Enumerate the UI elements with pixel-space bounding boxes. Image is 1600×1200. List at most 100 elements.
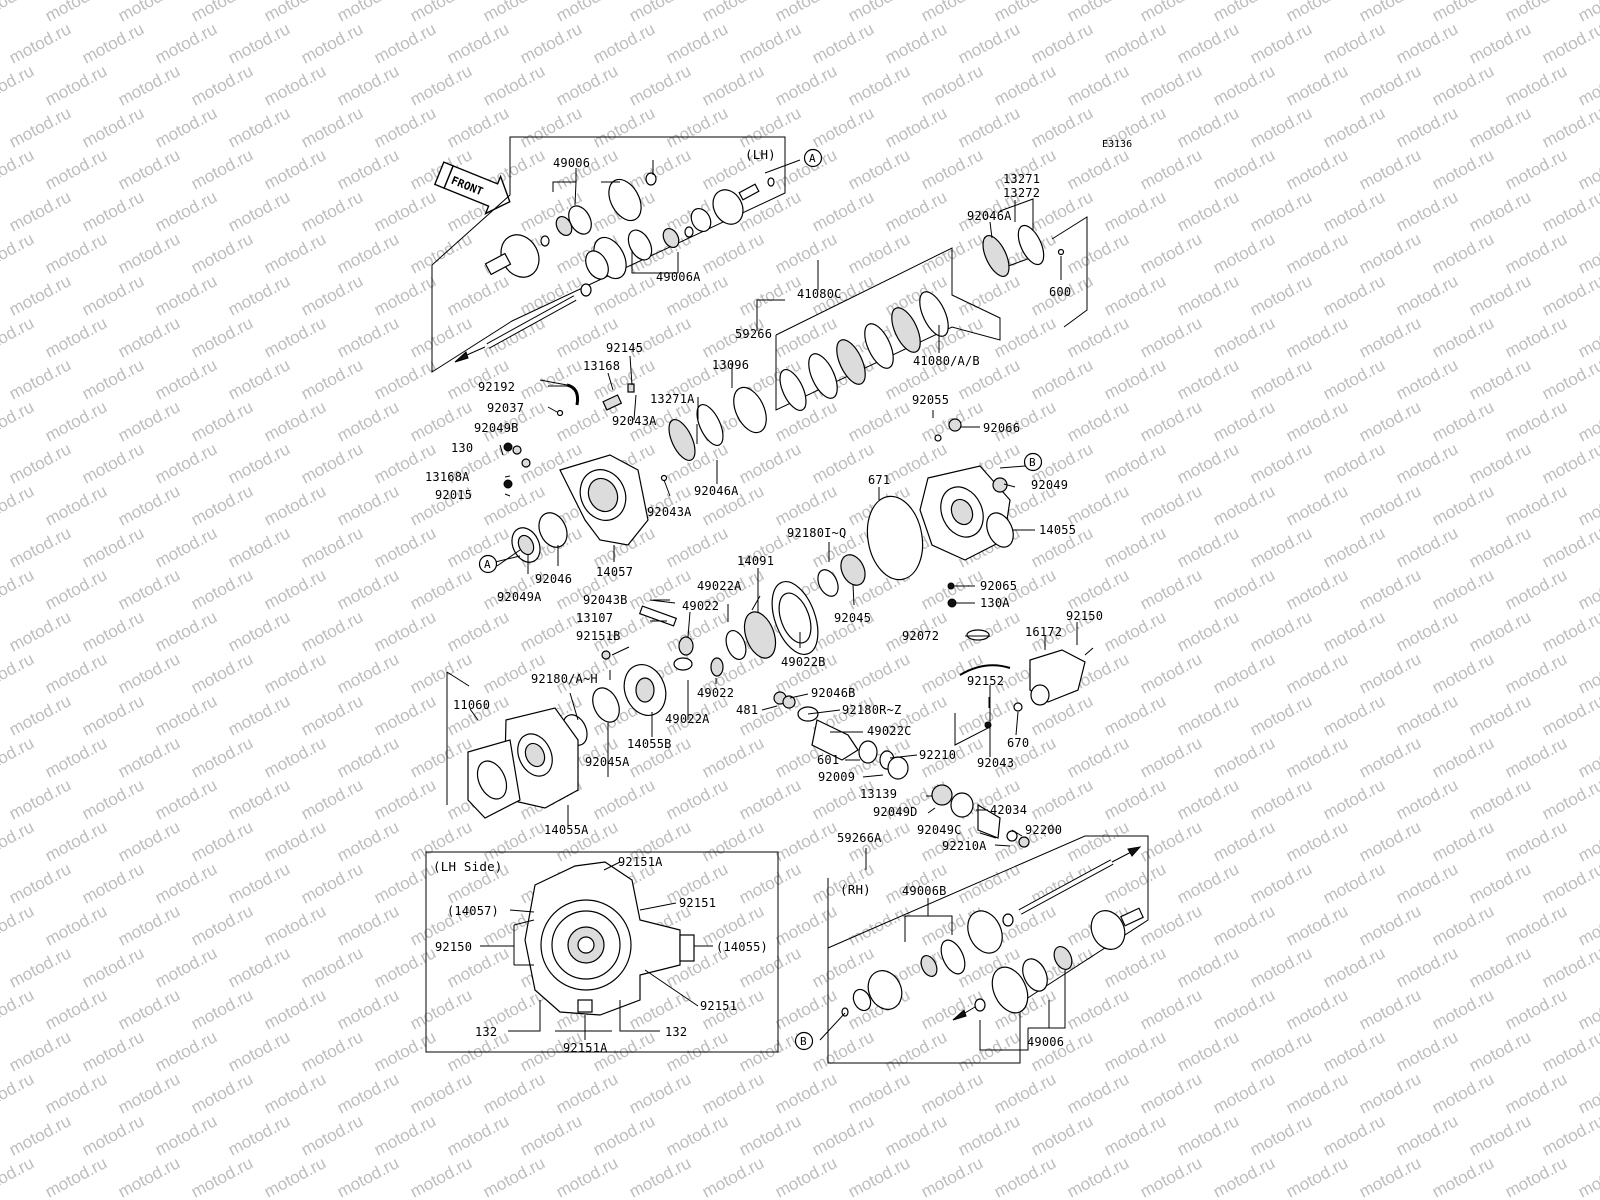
watermark-text: motod.ru [1502,0,1570,26]
watermark-text: motod.ru [371,19,439,67]
part-label: 13139 [860,787,897,801]
watermark-text: motod.ru [42,397,110,445]
watermark-text: motod.ru [1356,1069,1424,1117]
watermark-text: motod.ru [809,103,877,151]
part-label: 13272 [1003,186,1040,200]
watermark-text: motod.ru [371,103,439,151]
watermark-text: motod.ru [517,607,585,655]
watermark-text: motod.ru [1283,565,1351,613]
watermark-text: motod.ru [1466,775,1534,823]
watermark-text: motod.ru [6,1111,74,1159]
watermark-text: motod.ru [1575,481,1600,529]
watermark-text: motod.ru [115,0,183,26]
watermark-text: motod.ru [1210,985,1278,1033]
watermark-text: motod.ru [79,775,147,823]
watermark-text: motod.ru [225,19,293,67]
watermark-text: motod.ru [1320,943,1388,991]
watermark-text: motod.ru [0,313,37,361]
watermark-text: motod.ru [79,523,147,571]
watermark-text: motod.ru [1575,901,1600,949]
watermark-text: motod.ru [1101,859,1169,907]
watermark-text: motod.ru [1064,229,1132,277]
watermark-text: motod.ru [1101,943,1169,991]
diagram-code: E3136 [1102,139,1132,150]
part-label: 92152 [967,674,1004,688]
watermark-text: motod.ru [1283,0,1351,26]
watermark-text: motod.ru [480,481,548,529]
watermark-text: motod.ru [152,271,220,319]
watermark-text: motod.ru [736,1027,804,1075]
watermark-text: motod.ru [261,1069,329,1117]
watermark-text: motod.ru [1393,439,1461,487]
watermark-text: motod.ru [1320,187,1388,235]
watermark-text: motod.ru [1502,313,1570,361]
watermark-text: motod.ru [6,187,74,235]
watermark-text: motod.ru [0,817,37,865]
part-label: 92037 [487,401,524,415]
part-label: 49022 [682,599,719,613]
watermark-text: motod.ru [1247,607,1315,655]
part-label: 92049D [873,805,918,819]
part-label: 14057 [596,565,633,579]
watermark-text: motod.ru [918,0,986,26]
watermark-text: motod.ru [298,943,366,991]
watermark-text: motod.ru [115,1069,183,1117]
watermark-text: motod.ru [772,0,840,26]
part-label: 49006 [553,156,590,170]
watermark-text: motod.ru [225,691,293,739]
watermark-text: motod.ru [1210,565,1278,613]
watermark-text: motod.ru [955,1111,1023,1159]
part-label: 92046 [535,572,572,586]
watermark-text: motod.ru [1320,775,1388,823]
watermark-text: motod.ru [371,271,439,319]
watermark-text: motod.ru [626,61,694,109]
watermark-text: motod.ru [1539,271,1600,319]
watermark-text: motod.ru [1101,19,1169,67]
part-label: 49022 [697,686,734,700]
part-label: 59266A [837,831,882,845]
part-label: 92151B [576,629,621,643]
watermark-text: motod.ru [261,313,329,361]
watermark-text: motod.ru [1210,649,1278,697]
part-label: (14055) [716,940,768,954]
watermark-text: motod.ru [6,1195,74,1200]
watermark-text: motod.ru [334,817,402,865]
watermark-text: motod.ru [152,355,220,403]
watermark-text: motod.ru [736,775,804,823]
watermark-text: motod.ru [188,145,256,193]
watermark-text: motod.ru [1575,733,1600,781]
watermark-text: motod.ru [0,397,37,445]
watermark-text: motod.ru [1539,19,1600,67]
watermark-text: motod.ru [590,103,658,151]
watermark-text: motod.ru [1137,481,1205,529]
watermark-text: motod.ru [1393,1195,1461,1200]
watermark-text: motod.ru [1137,1153,1205,1200]
watermark-text: motod.ru [152,19,220,67]
watermark-text: motod.ru [1101,1111,1169,1159]
watermark-text: motod.ru [225,1027,293,1075]
watermark-text: motod.ru [225,355,293,403]
watermark-text: motod.ru [1320,1195,1388,1200]
watermark-text: motod.ru [699,817,767,865]
watermark-text: motod.ru [444,523,512,571]
part-label: 14055 [1039,523,1076,537]
watermark-text: motod.ru [1247,439,1315,487]
watermark-text: motod.ru [42,649,110,697]
watermark-text: motod.ru [1101,691,1169,739]
watermark-text: motod.ru [845,1069,913,1117]
watermark-text: motod.ru [0,943,1,991]
watermark-text: motod.ru [1137,313,1205,361]
watermark-text: motod.ru [1466,607,1534,655]
watermark-text: motod.ru [1210,1153,1278,1200]
ref-b-right: B [1029,456,1036,469]
watermark-text: motod.ru [1356,61,1424,109]
watermark-text: motod.ru [1137,145,1205,193]
watermark-text: motod.ru [1429,565,1497,613]
watermark-text: motod.ru [79,943,147,991]
watermark-text: motod.ru [371,691,439,739]
part-label: 92180/A~H [531,672,598,686]
watermark-text: motod.ru [0,565,37,613]
watermark-text: motod.ru [298,1195,366,1200]
watermark-text: motod.ru [1247,1027,1315,1075]
watermark-text: motod.ru [0,523,1,571]
